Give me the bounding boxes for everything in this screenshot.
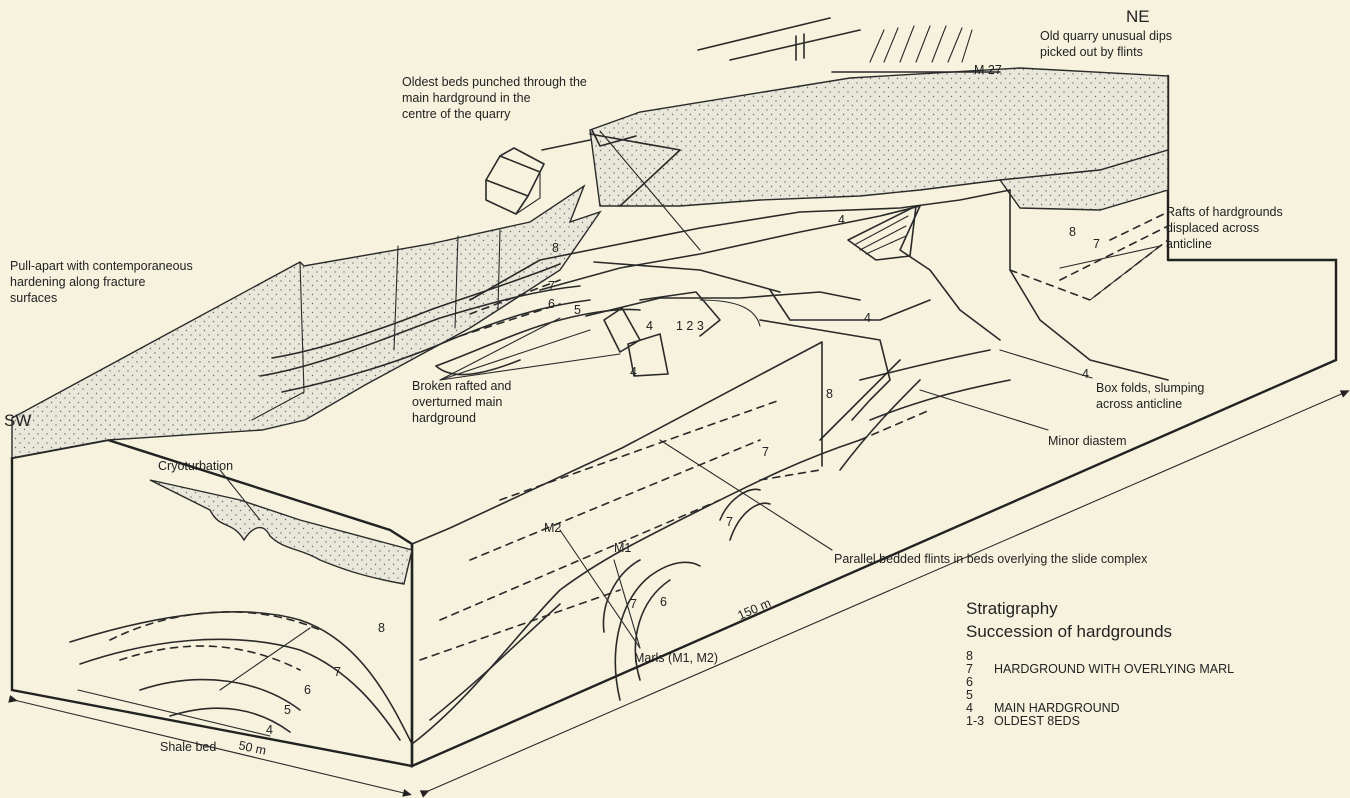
legend-item-7-text: HARDGROUND WITH OVERLYING MARL (994, 662, 1234, 676)
bed-7-b: 7 (1093, 237, 1100, 251)
legend-item-1-3-text: OLDEST 8EDS (994, 714, 1080, 728)
house-icon (486, 148, 544, 214)
legend-item-6-num: 6 (966, 675, 973, 689)
broken-label: Broken rafted and overturned main hardgr… (412, 379, 515, 425)
legend-item-4-num: 4 (966, 701, 973, 715)
quarry-left-wall (12, 186, 600, 458)
bed-4-b: 4 (630, 365, 637, 379)
m1-label: M1 (614, 541, 631, 555)
m2-label: M2 (544, 521, 561, 535)
pull-apart-label: Pull-apart with contemporaneous hardenin… (10, 259, 196, 305)
bed-8-c: 8 (826, 387, 833, 401)
bed-7-e: 7 (630, 597, 637, 611)
rafts-line-2: displaced across (1166, 221, 1259, 235)
bed-4-f: 4 (266, 723, 273, 737)
bed-5-b: 5 (284, 703, 291, 717)
direction-ne: NE (1126, 7, 1150, 26)
bed-8-a: 8 (552, 241, 559, 255)
bed-7-c: 7 (762, 445, 769, 459)
m27-hatching (870, 26, 972, 62)
bed-5-a: 5 (574, 303, 581, 317)
dimension-150m (426, 392, 1346, 792)
legend-title: Stratigraphy (966, 599, 1058, 618)
pull-apart-line-1: Pull-apart with contemporaneous (10, 259, 193, 273)
bed-7-d: 7 (726, 515, 733, 529)
oldest-beds-line-3: centre of the quarry (402, 107, 511, 121)
old-quarry-label: Old quarry unusual dips picked out by fl… (1040, 29, 1176, 59)
box-folds-label: Box folds, slumping across anticline (1096, 381, 1208, 411)
dim-150m-label: 150 m (736, 596, 773, 623)
legend-item-4-text: MAIN HARDGROUND (994, 701, 1120, 715)
parallel-flints-label: Parallel bedded flints in beds overlying… (834, 552, 1148, 566)
minor-diastem-label: Minor diastem (1048, 434, 1127, 448)
bed-123: 1 2 3 (676, 319, 704, 333)
pull-apart-line-2: hardening along fracture (10, 275, 146, 289)
direction-sw: SW (4, 411, 31, 430)
legend-item-5-num: 5 (966, 688, 973, 702)
broken-line-2: overturned main (412, 395, 502, 409)
bed-6-a: 6 (548, 297, 555, 311)
m27-label: M 27 (974, 63, 1002, 77)
rafts-line-3: anticline (1166, 237, 1212, 251)
bed-7-f: 7 (334, 665, 341, 679)
box-folds-line-2: across anticline (1096, 397, 1182, 411)
bed-6-b: 6 (660, 595, 667, 609)
cryoturbation-label: Cryoturbation (158, 459, 233, 473)
legend-item-8-num: 8 (966, 649, 973, 663)
old-quarry-line-2: picked out by flints (1040, 45, 1143, 59)
legend-subtitle: Succession of hardgrounds (966, 622, 1172, 641)
oldest-beds-line-1: Oldest beds punched through the (402, 75, 587, 89)
rafts-label: Rafts of hardgrounds displaced across an… (1166, 205, 1286, 251)
old-quarry-line-1: Old quarry unusual dips (1040, 29, 1172, 43)
bed-6-c: 6 (304, 683, 311, 697)
bed-4-a: 4 (646, 319, 653, 333)
shale-bed-label: Shale bed (160, 740, 216, 754)
bed-8-d: 8 (378, 621, 385, 635)
oldest-beds-label: Oldest beds punched through the main har… (402, 75, 590, 121)
bed-4-c: 4 (838, 213, 845, 227)
rafts-line-1: Rafts of hardgrounds (1166, 205, 1283, 219)
bed-4-d: 4 (864, 311, 871, 325)
box-folds-line-1: Box folds, slumping (1096, 381, 1204, 395)
bed-8-b: 8 (1069, 225, 1076, 239)
pull-apart-line-3: surfaces (10, 291, 57, 305)
stratigraphy-legend: Stratigraphy Succession of hardgrounds 8… (966, 599, 1234, 728)
legend-item-1-3-num: 1-3 (966, 714, 984, 728)
legend-item-7-num: 7 (966, 662, 973, 676)
oldest-beds-line-2: main hardground in the (402, 91, 531, 105)
marls-label: Marls (M1, M2) (634, 651, 718, 665)
broken-line-3: hardground (412, 411, 476, 425)
broken-line-1: Broken rafted and (412, 379, 511, 393)
bed-7-a: 7 (548, 279, 555, 293)
bed-4-e: 4 (1082, 367, 1089, 381)
